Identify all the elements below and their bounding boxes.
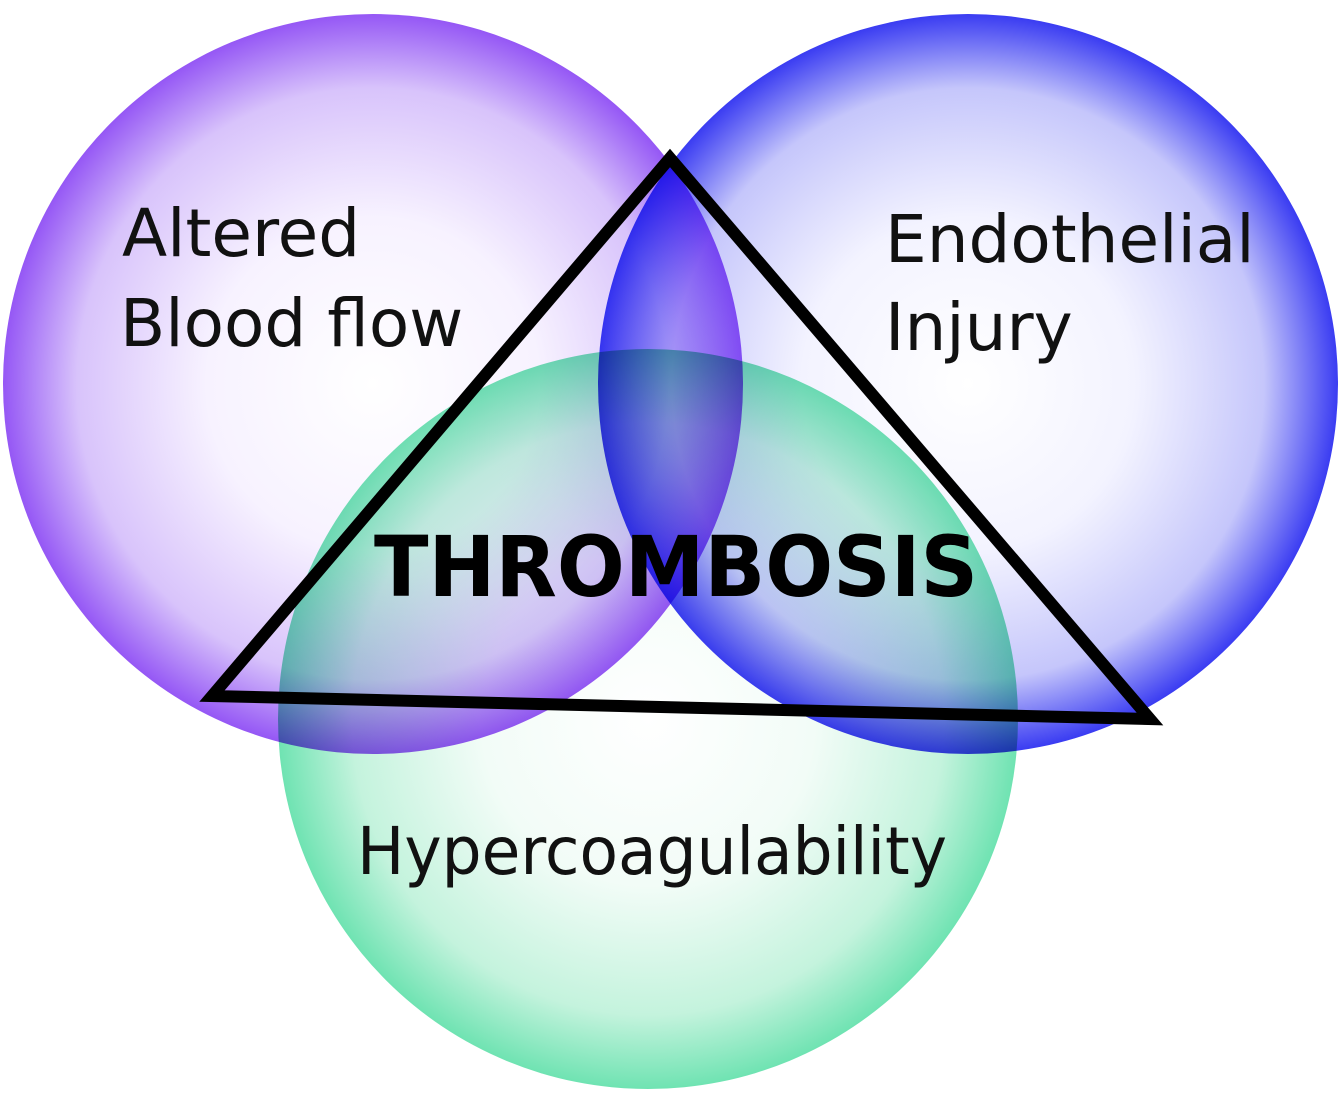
hypercoagulability-circle <box>278 349 1018 1089</box>
altered-label: Altered <box>122 195 360 272</box>
thrombosis-label: THROMBOSIS <box>374 518 978 616</box>
hypercoagulability-label: Hypercoagulability <box>357 813 947 890</box>
endothelial-label: Endothelial <box>885 201 1255 278</box>
triad-triangle <box>199 148 1164 726</box>
injury-label: Injury <box>885 289 1073 366</box>
blood-flow-label: Blood flow <box>120 285 463 362</box>
